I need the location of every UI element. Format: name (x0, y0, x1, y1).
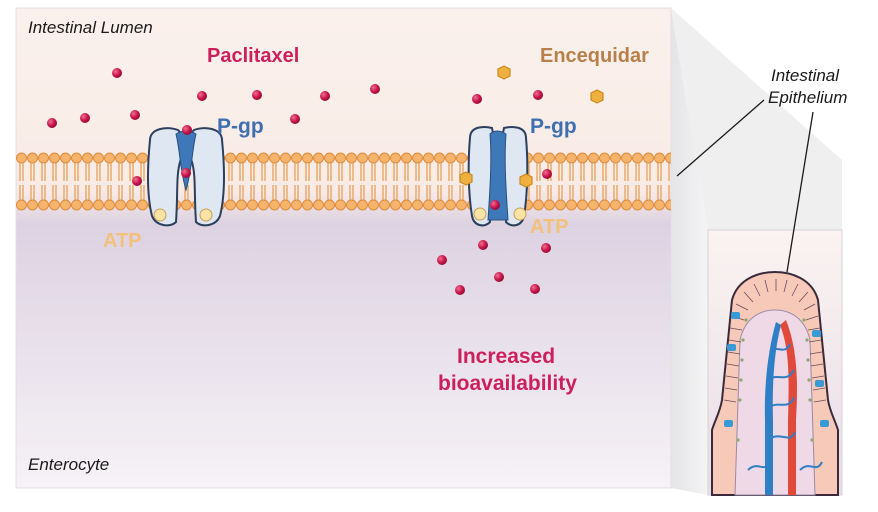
pgp-transporter-left (147, 127, 225, 227)
atp-binding-site-left-1 (153, 208, 167, 222)
encequidar-molecule (459, 171, 473, 186)
paclitaxel-molecule (80, 113, 90, 123)
encequidar-molecule (590, 89, 604, 104)
increased-bioavailability-line1: Increased (457, 345, 556, 368)
paclitaxel-molecule (533, 90, 543, 100)
cell-panel (15, 7, 672, 489)
paclitaxel-molecules (47, 68, 552, 295)
paclitaxel-molecule (252, 90, 262, 100)
paclitaxel-molecule (290, 114, 300, 124)
paclitaxel-molecule (181, 168, 191, 178)
lipid-bilayer (16, 150, 671, 212)
atp-label-left: ATP (103, 230, 142, 252)
paclitaxel-molecule (455, 285, 465, 295)
paclitaxel-molecule (320, 91, 330, 101)
epithelial-cells (723, 279, 827, 403)
paclitaxel-molecule (197, 91, 207, 101)
paclitaxel-molecule (542, 169, 552, 179)
paclitaxel-molecule (478, 240, 488, 250)
pgp-label-right: P-gp (530, 115, 577, 138)
goblet-cells (724, 312, 829, 427)
cell-nuclei (736, 318, 814, 442)
paclitaxel-molecule (530, 284, 540, 294)
atp-label-right: ATP (530, 216, 569, 238)
pgp-transporter-right (467, 126, 529, 227)
membrane-pointer-line (676, 99, 765, 177)
encequidar-molecules (459, 65, 604, 188)
epithelium-label-line2: Epithelium (768, 88, 848, 107)
paclitaxel-molecule (541, 243, 551, 253)
vein (764, 322, 781, 495)
atp-binding-site-right-2 (513, 207, 527, 221)
encequidar-label: Encequidar (540, 45, 649, 67)
paclitaxel-molecule (370, 84, 380, 94)
paclitaxel-molecule (132, 176, 142, 186)
paclitaxel-molecule (490, 200, 500, 210)
atp-binding-site-left-2 (199, 208, 213, 222)
paclitaxel-molecule (130, 110, 140, 120)
increased-bioavailability-line2: bioavailability (438, 372, 577, 395)
paclitaxel-molecule (472, 94, 482, 104)
encequidar-molecule (519, 173, 533, 188)
pgp-label-left: P-gp (217, 115, 264, 138)
paclitaxel-molecule (112, 68, 122, 78)
zoom-funnel-edge (671, 8, 842, 230)
lumen-label: Intestinal Lumen (28, 18, 153, 37)
enterocyte-label: Enterocyte (28, 455, 110, 474)
paclitaxel-molecule (182, 125, 192, 135)
paclitaxel-molecule (494, 272, 504, 282)
artery (780, 320, 797, 495)
atp-binding-site-right-1 (473, 207, 487, 221)
epithelium-pointer-line (786, 111, 814, 273)
capillary-network (747, 343, 823, 471)
encequidar-molecule (497, 65, 511, 80)
paclitaxel-molecule (437, 255, 447, 265)
zoom-funnel (671, 8, 708, 495)
villus-inset (707, 229, 843, 496)
paclitaxel-molecule (47, 118, 57, 128)
paclitaxel-label: Paclitaxel (207, 45, 300, 67)
epithelium-label-line1: Intestinal (771, 66, 840, 85)
